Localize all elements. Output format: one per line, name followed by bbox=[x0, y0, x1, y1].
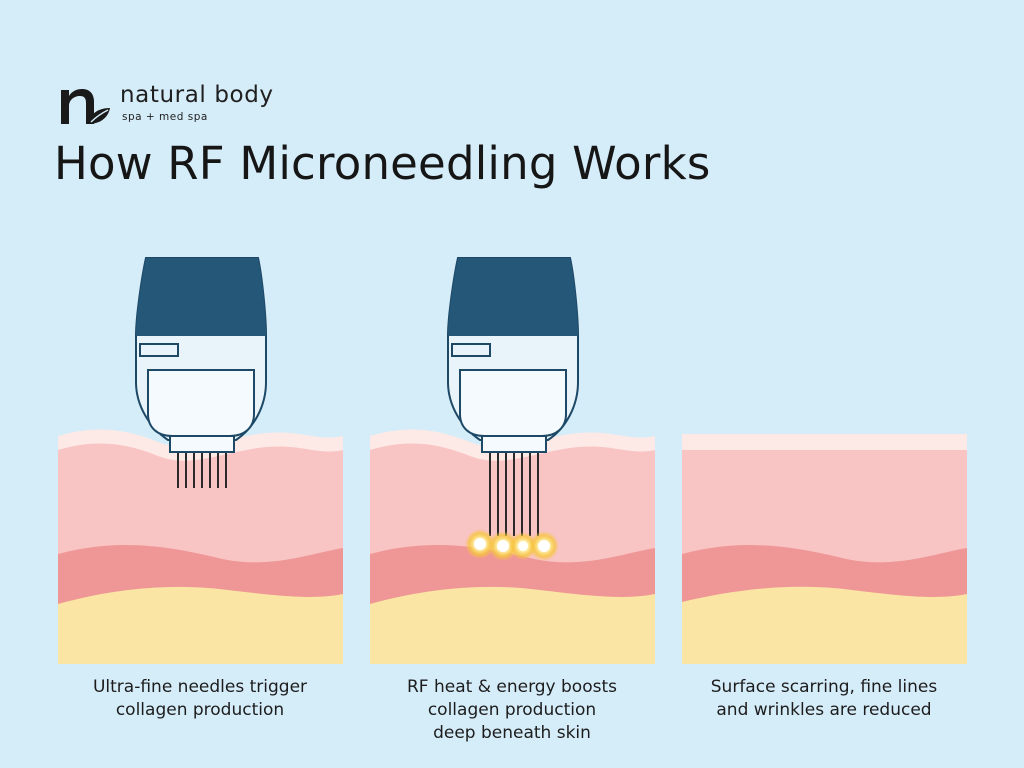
caption-line: collagen production bbox=[427, 700, 597, 720]
rf-device-handpiece bbox=[135, 257, 267, 453]
step-3-illustration bbox=[682, 236, 982, 664]
rf-energy-glow-icon bbox=[465, 529, 559, 561]
microneedles bbox=[177, 450, 227, 488]
brand-name: natural body bbox=[120, 82, 274, 108]
step-1-illustration bbox=[58, 236, 358, 664]
caption-line: deep beneath skin bbox=[433, 723, 591, 743]
step-3-caption: Surface scarring, fine lines and wrinkle… bbox=[674, 676, 974, 722]
caption-line: Surface scarring, fine lines bbox=[710, 677, 938, 697]
skin-cross-section bbox=[58, 429, 343, 664]
page-title: How RF Microneedling Works bbox=[54, 137, 711, 190]
skin-cross-section bbox=[682, 434, 967, 664]
leaf-n-logo-icon bbox=[61, 89, 110, 124]
fat-layer bbox=[370, 586, 655, 664]
fat-layer bbox=[682, 586, 967, 664]
step-2-illustration bbox=[370, 236, 670, 664]
caption-line: and wrinkles are reduced bbox=[716, 700, 932, 720]
fat-layer bbox=[58, 586, 343, 664]
rf-device-handpiece bbox=[447, 257, 579, 453]
microneedles bbox=[489, 450, 539, 536]
skin-cross-section bbox=[370, 429, 655, 664]
caption-line: collagen production bbox=[115, 700, 285, 720]
caption-line: RF heat & energy boosts bbox=[407, 677, 617, 697]
brand-subtitle: spa + med spa bbox=[122, 111, 208, 123]
caption-line: Ultra-fine needles trigger bbox=[92, 677, 308, 697]
step-1-caption: Ultra-fine needles trigger collagen prod… bbox=[50, 676, 350, 722]
step-2-caption: RF heat & energy boosts collagen product… bbox=[362, 676, 662, 745]
